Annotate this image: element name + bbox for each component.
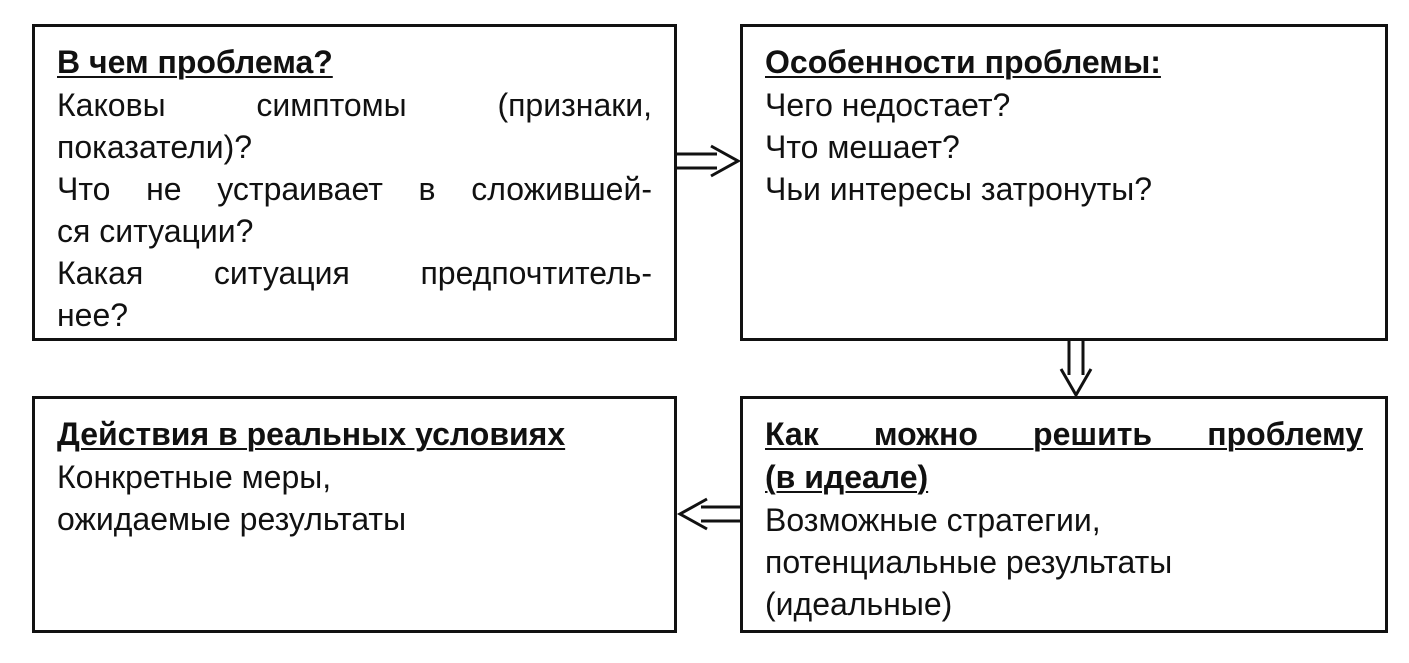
problem-line-5: Какая ситуация предпочтитель-: [57, 255, 652, 291]
ideal-solution-line-2: потенциальные результаты: [765, 544, 1173, 580]
problem-line-3: Что не устраивает в сложившей-: [57, 171, 652, 207]
ideal-solution-title-line-2: (в идеале): [765, 459, 929, 495]
double-arrow-left-icon: [676, 497, 741, 531]
features-title: Особенности проблемы:: [765, 44, 1161, 80]
double-arrow-down-icon: [1059, 341, 1093, 399]
real-actions-title: Действия в реальных условиях: [57, 416, 566, 452]
ideal-solution-title-line-1: Как можно решить проблему: [765, 416, 1363, 452]
problem-line-1: Каковы симптомы (признаки,: [57, 87, 652, 123]
problem-line-2: показатели)?: [57, 129, 253, 165]
ideal-solution-box: Как можно решить проблему (в идеале) Воз…: [740, 396, 1388, 633]
problem-line-6: нее?: [57, 297, 129, 333]
real-actions-line-2: ожидаемые результаты: [57, 501, 407, 537]
double-arrow-right-icon: [677, 144, 742, 178]
features-line-3: Чьи интересы затронуты?: [765, 171, 1153, 207]
features-line-2: Что мешает?: [765, 129, 960, 165]
real-actions-box: Действия в реальных условиях Конкретные …: [32, 396, 677, 633]
ideal-solution-line-1: Возможные стратегии,: [765, 502, 1101, 538]
ideal-solution-line-3: (идеальные): [765, 586, 953, 622]
problem-box: В чем проблема? Каковы симптомы (признак…: [32, 24, 677, 341]
problem-title: В чем проблема?: [57, 44, 333, 80]
features-line-1: Чего недостает?: [765, 87, 1011, 123]
problem-line-4: ся ситуации?: [57, 213, 254, 249]
features-box: Особенности проблемы: Чего недостает? Чт…: [740, 24, 1388, 341]
real-actions-line-1: Конкретные меры,: [57, 459, 332, 495]
